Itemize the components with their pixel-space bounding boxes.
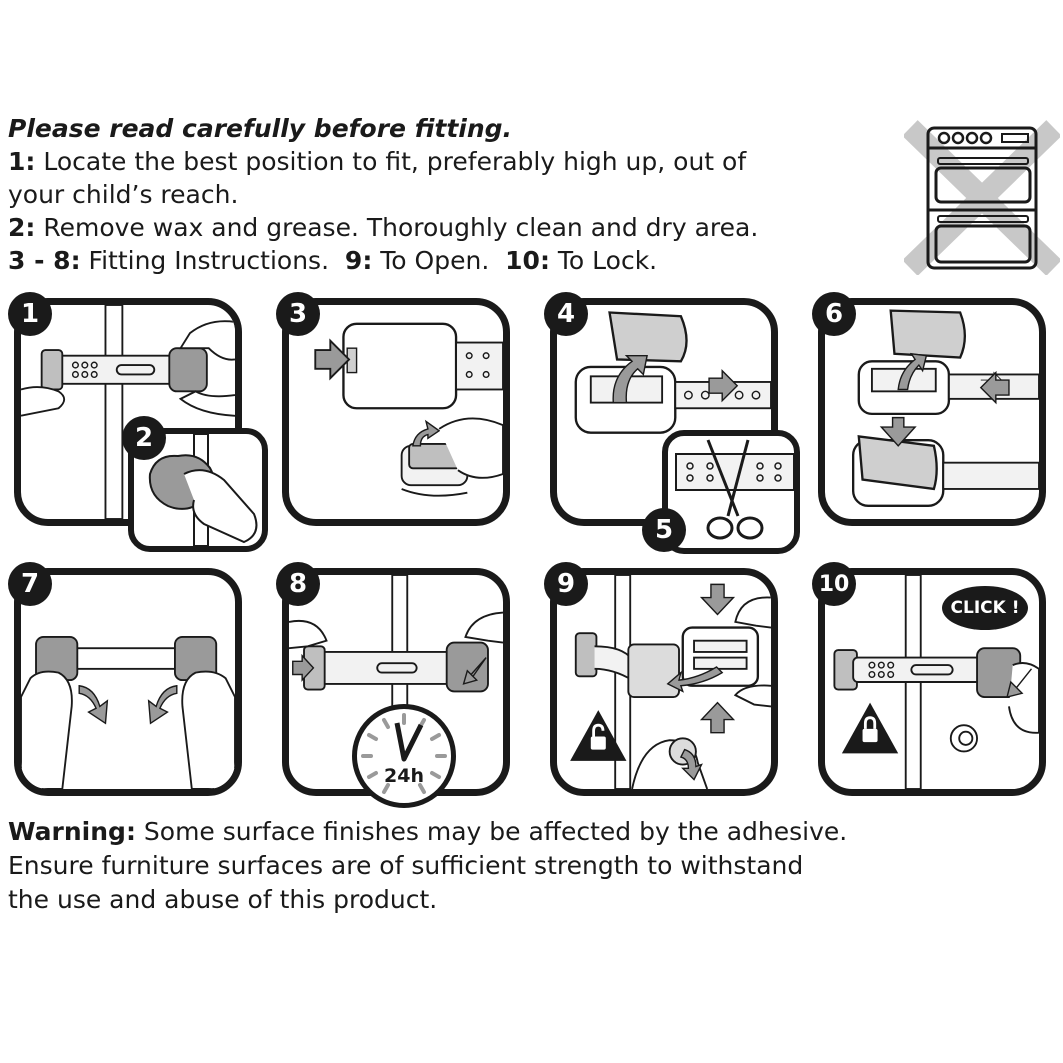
step-badge-5: 5 xyxy=(642,508,686,552)
step-badge-8: 8 xyxy=(276,562,320,606)
panel-step-6 xyxy=(818,298,1046,526)
step-badge-4: 4 xyxy=(544,292,588,336)
padlock-warning-icon-9 xyxy=(570,710,627,761)
step-badge-9: 9 xyxy=(544,562,588,606)
step-badge-1: 1 xyxy=(8,292,52,336)
click-label: CLICK ! xyxy=(942,586,1028,630)
step-badge-2: 2 xyxy=(122,416,166,460)
clock-24h-icon: 24h xyxy=(352,704,456,808)
intro-title: Please read carefully before fitting. xyxy=(8,114,513,143)
intro-text: Please read carefully before fitting. 1:… xyxy=(8,112,888,277)
warning-line-1: Warning: Some surface finishes may be af… xyxy=(8,817,848,846)
inset-step-2 xyxy=(128,428,268,552)
step-badge-6: 6 xyxy=(812,292,856,336)
warning-line-2: Ensure furniture surfaces are of suffici… xyxy=(8,851,804,880)
step-badge-10: 10 xyxy=(812,562,856,606)
oven-crossed-icon xyxy=(902,120,1062,276)
intro-steps-line: 3 - 8: Fitting Instructions. 9: To Open.… xyxy=(8,246,658,275)
panel-step-3 xyxy=(282,298,510,526)
warning-text: Warning: Some surface finishes may be af… xyxy=(8,815,908,917)
step-badge-7: 7 xyxy=(8,562,52,606)
clock-label: 24h xyxy=(384,765,424,787)
intro-line-2: 2: Remove wax and grease. Thoroughly cle… xyxy=(8,213,759,242)
panel-step-7 xyxy=(14,568,242,796)
scissors-icon xyxy=(706,439,764,540)
warning-line-3: the use and abuse of this product. xyxy=(8,885,438,914)
panel-step-9 xyxy=(550,568,778,796)
intro-line-1: 1: Locate the best position to fit, pref… xyxy=(8,147,747,176)
padlock-warning-icon-10 xyxy=(841,702,899,754)
step-badge-3: 3 xyxy=(276,292,320,336)
intro-line-1b: your child’s reach. xyxy=(8,180,239,209)
